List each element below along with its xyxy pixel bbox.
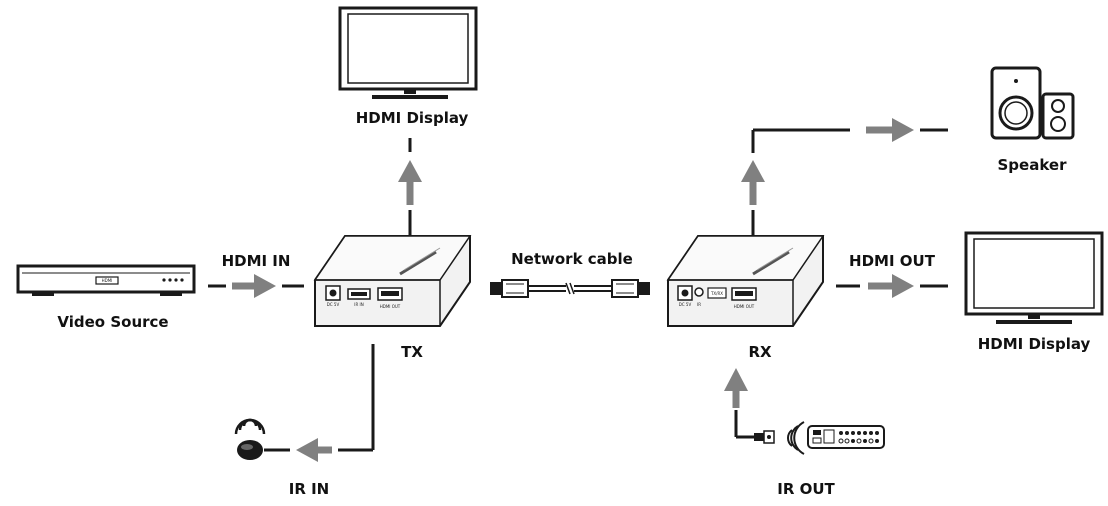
ir-receiver-icon [234, 418, 266, 460]
tx-device-icon: DC 5V IR IN HDMI OUT [313, 235, 472, 327]
arrow-right-icon [254, 274, 276, 298]
arrow-left-icon [296, 438, 318, 462]
rx-port-net-text: TX/RX [710, 291, 723, 296]
speaker-label: Speaker [998, 156, 1068, 174]
rx-port-hdmi-text: HDMI OUT [734, 304, 755, 309]
rx-device-icon: DC 5V IR TX/RX HDMI OUT [666, 235, 825, 327]
hdmi-display-top-icon [338, 6, 478, 99]
rx-label: RX [748, 343, 772, 361]
arrow-up-icon [724, 368, 748, 391]
hdmi-in-label: HDMI IN [222, 252, 291, 270]
hdmi-display-top-label: HDMI Display [356, 109, 469, 127]
tx-to-display-link [398, 138, 422, 237]
speaker-icon [990, 66, 1075, 140]
arrow-up-icon [741, 160, 765, 182]
ir-emitter-icon [754, 430, 775, 444]
tx-port-dc-text: DC 5V [327, 302, 340, 307]
ir-in-label: IR IN [289, 480, 330, 498]
tx-port-ir-text: IR IN [354, 302, 363, 307]
arrow-right-icon [892, 118, 914, 142]
hdmi-out-label: HDMI OUT [849, 252, 936, 270]
ir-out-label: IR OUT [777, 480, 835, 498]
ir-signal-icon [787, 421, 805, 455]
player-display-text: HDMI [102, 278, 113, 283]
hdmi-display-right-label: HDMI Display [978, 335, 1091, 353]
ir-out-to-rx-link [724, 368, 754, 439]
rx-to-display-link [836, 274, 948, 298]
rx-port-ir-text: IR [697, 302, 701, 307]
tx-to-ir-in-link [264, 344, 375, 462]
remote-control-icon [807, 425, 885, 449]
video-source-label: Video Source [57, 313, 168, 331]
arrow-right-icon [892, 274, 914, 298]
arrow-up-icon [398, 160, 422, 182]
network-cable-label: Network cable [511, 250, 633, 268]
video-source-icon: HDMI [16, 264, 196, 296]
rx-to-speaker-link [741, 118, 948, 237]
source-to-tx-link [208, 274, 304, 298]
tx-label: TX [401, 343, 423, 361]
network-cable-icon [490, 279, 650, 298]
hdmi-display-right-icon [964, 231, 1104, 324]
tx-port-hdmi-text: HDMI OUT [380, 304, 401, 309]
rx-port-dc-text: DC 5V [679, 302, 692, 307]
